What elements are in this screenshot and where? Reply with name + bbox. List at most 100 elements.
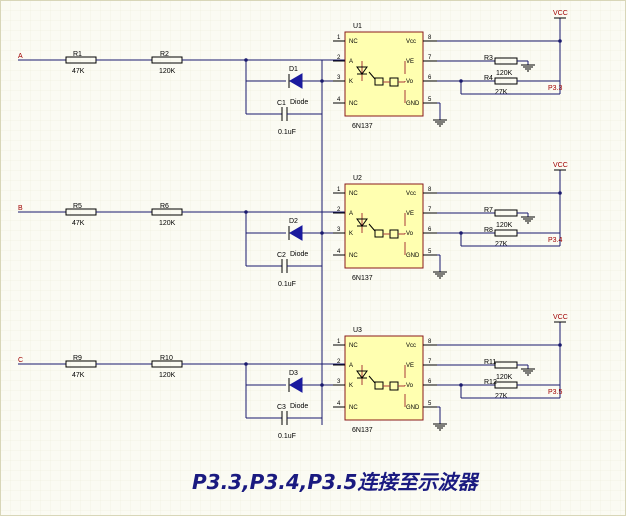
junction-dot bbox=[320, 231, 324, 235]
pin-name: NC bbox=[349, 191, 358, 197]
pin-number: 6 bbox=[428, 379, 432, 385]
pin-name: K bbox=[349, 79, 353, 85]
resistor-value: 120K bbox=[496, 70, 513, 77]
pin-name: NC bbox=[349, 405, 358, 411]
chip-ref: U3 bbox=[353, 327, 362, 334]
chip-part: 6N137 bbox=[352, 123, 373, 130]
resistor-value: 120K bbox=[496, 374, 513, 381]
resistor-ref: R4 bbox=[484, 75, 493, 82]
pin-number: 5 bbox=[428, 401, 432, 407]
resistor-value: 120K bbox=[159, 68, 176, 75]
ground-R11 bbox=[521, 365, 535, 376]
pin-name: Vcc bbox=[406, 39, 416, 45]
pin-number: 6 bbox=[428, 227, 432, 233]
pin-number: 2 bbox=[337, 207, 341, 213]
resistor-ref: R6 bbox=[160, 203, 169, 210]
pin-number: 8 bbox=[428, 187, 432, 193]
pin-number: 3 bbox=[337, 75, 341, 81]
pin-name: VE bbox=[406, 211, 414, 217]
pin-name: K bbox=[349, 383, 353, 389]
pin-name: Vo bbox=[406, 79, 414, 85]
pin-name: A bbox=[349, 211, 353, 217]
pin-number: 4 bbox=[337, 401, 341, 407]
diode-ref: D1 bbox=[289, 66, 298, 73]
vcc-label: VCC bbox=[553, 314, 568, 321]
ground-R7 bbox=[521, 213, 535, 224]
ground-pin5 bbox=[433, 116, 447, 127]
light-arrow bbox=[368, 375, 376, 384]
pin-name: GND bbox=[406, 253, 420, 259]
junction-dot bbox=[558, 39, 562, 43]
pin-number: 3 bbox=[337, 227, 341, 233]
pin-number: 8 bbox=[428, 339, 432, 345]
chip-part: 6N137 bbox=[352, 427, 373, 434]
input-net-label: B bbox=[18, 205, 23, 212]
pin-name: K bbox=[349, 231, 353, 237]
output-net-label: P3.5 bbox=[548, 389, 563, 396]
resistor-value: 47K bbox=[72, 220, 85, 227]
pin-name: NC bbox=[349, 101, 358, 107]
light-arrow bbox=[368, 71, 376, 80]
pin-number: 7 bbox=[428, 207, 432, 213]
pin-number: 5 bbox=[428, 97, 432, 103]
diode-label: Diode bbox=[290, 251, 308, 258]
resistor-ref: R7 bbox=[484, 207, 493, 214]
capacitor-ref: C3 bbox=[277, 404, 286, 411]
vcc-label: VCC bbox=[553, 162, 568, 169]
pin-number: 7 bbox=[428, 55, 432, 61]
junction-dot bbox=[320, 79, 324, 83]
resistor-value: 120K bbox=[496, 222, 513, 229]
resistor-ref: R3 bbox=[484, 55, 493, 62]
pin-name: GND bbox=[406, 405, 420, 411]
internal-led bbox=[356, 66, 368, 75]
diode-ref: D3 bbox=[289, 370, 298, 377]
internal-led bbox=[356, 218, 368, 227]
resistor-ref: R8 bbox=[484, 227, 493, 234]
resistor-ref: R10 bbox=[160, 355, 173, 362]
pin-number: 8 bbox=[428, 35, 432, 41]
output-net-label: P3.3 bbox=[548, 85, 563, 92]
resistor-ref: R5 bbox=[73, 203, 82, 210]
pin-name: Vo bbox=[406, 231, 414, 237]
resistor-ref: R1 bbox=[73, 51, 82, 58]
resistor-ref: R9 bbox=[73, 355, 82, 362]
pin-number: 1 bbox=[337, 35, 341, 41]
pin-name: GND bbox=[406, 101, 420, 107]
input-net-label: C bbox=[18, 357, 23, 364]
pin-name: Vo bbox=[406, 383, 414, 389]
pin-name: VE bbox=[406, 363, 414, 369]
resistor-value: 47K bbox=[72, 372, 85, 379]
pin-number: 2 bbox=[337, 359, 341, 365]
vcc-label: VCC bbox=[553, 10, 568, 17]
resistor-value: 47K bbox=[72, 68, 85, 75]
pin-name: Vcc bbox=[406, 343, 416, 349]
diode-label: Diode bbox=[290, 403, 308, 410]
internal-led bbox=[356, 370, 368, 379]
diode-label: Diode bbox=[290, 99, 308, 106]
junction-dot bbox=[320, 383, 324, 387]
pin-number: 5 bbox=[428, 249, 432, 255]
chip-ref: U1 bbox=[353, 23, 362, 30]
resistor-ref: R12 bbox=[484, 379, 497, 386]
junction-dot bbox=[558, 191, 562, 195]
resistor-value: 27K bbox=[495, 241, 508, 248]
pin-number: 1 bbox=[337, 339, 341, 345]
pin-name: VE bbox=[406, 59, 414, 65]
ground-pin5 bbox=[433, 268, 447, 279]
pin-number: 6 bbox=[428, 75, 432, 81]
pin-number: 1 bbox=[337, 187, 341, 193]
resistor-value: 27K bbox=[495, 89, 508, 96]
resistor-value: 120K bbox=[159, 372, 176, 379]
light-arrow bbox=[368, 223, 376, 232]
capacitor-value: 0.1uF bbox=[278, 129, 296, 136]
diode-ref: D2 bbox=[289, 218, 298, 225]
capacitor-value: 0.1uF bbox=[278, 433, 296, 440]
chip-part: 6N137 bbox=[352, 275, 373, 282]
capacitor-ref: C2 bbox=[277, 252, 286, 259]
caption: P3.3,P3.4,P3.5连接至示波器 bbox=[192, 470, 479, 494]
resistor-value: 27K bbox=[495, 393, 508, 400]
